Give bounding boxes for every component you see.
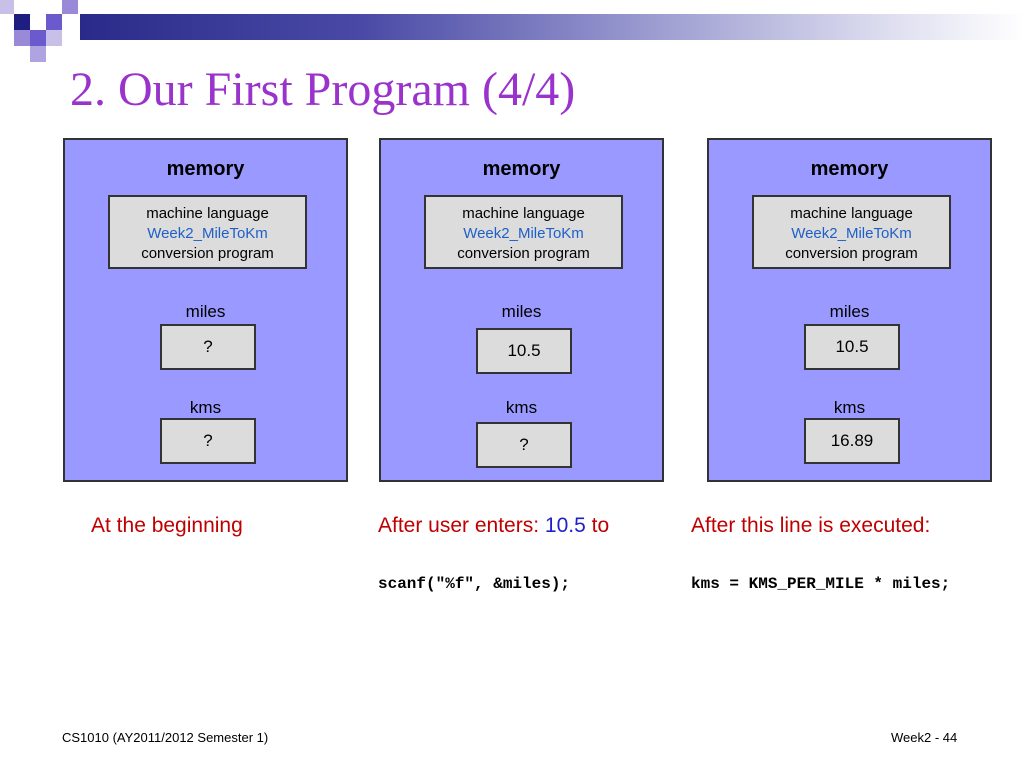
kms-value-box: ? <box>476 422 572 468</box>
program-box: machine language Week2_MileToKm conversi… <box>752 195 951 269</box>
program-line: conversion program <box>457 245 590 262</box>
kms-value-box: 16.89 <box>804 418 900 464</box>
header-band <box>80 14 1024 40</box>
code-scanf: scanf("%f", &miles); <box>378 575 571 593</box>
program-line: machine language <box>462 205 585 222</box>
program-line: conversion program <box>141 245 274 262</box>
caption-3: After this line is executed: <box>691 514 931 537</box>
caption-2: After user enters: 10.5 to <box>378 514 609 538</box>
panel-heading: memory <box>482 158 561 180</box>
panel-heading: memory <box>810 158 889 180</box>
caption-value: 10.5 <box>544 514 586 537</box>
memory-panel-2: memory machine language Week2_MileToKm c… <box>379 138 664 482</box>
kms-label: kms <box>833 398 866 417</box>
kms-label: kms <box>189 398 222 417</box>
slide-title: 2. Our First Program (4/4) <box>70 63 576 116</box>
footer-course: CS1010 (AY2011/2012 Semester 1) <box>62 730 269 745</box>
program-line: machine language <box>146 205 269 222</box>
miles-value-box: 10.5 <box>804 324 900 370</box>
miles-label: miles <box>185 302 226 321</box>
code-assignment: kms = KMS_PER_MILE * miles; <box>691 575 951 593</box>
panel-heading: memory <box>166 158 245 180</box>
miles-value-box: ? <box>160 324 256 370</box>
kms-value-box: ? <box>160 418 256 464</box>
program-box: machine language Week2_MileToKm conversi… <box>108 195 307 269</box>
program-name: Week2_MileToKm <box>463 225 584 242</box>
program-name: Week2_MileToKm <box>791 225 912 242</box>
footer-page-number: Week2 - 44 <box>891 730 958 745</box>
miles-label: miles <box>829 302 870 321</box>
caption-suffix: to <box>585 514 610 537</box>
checkered-logo-icon <box>0 0 78 62</box>
program-line: machine language <box>790 205 913 222</box>
memory-panel-3: memory machine language Week2_MileToKm c… <box>707 138 992 482</box>
program-line: conversion program <box>785 245 918 262</box>
miles-value-box: 10.5 <box>476 328 572 374</box>
caption-1: At the beginning <box>91 514 243 537</box>
program-name: Week2_MileToKm <box>147 225 268 242</box>
program-box: machine language Week2_MileToKm conversi… <box>424 195 623 269</box>
memory-panel-1: memory machine language Week2_MileToKm c… <box>63 138 348 482</box>
kms-label: kms <box>505 398 538 417</box>
miles-label: miles <box>501 302 542 321</box>
caption-prefix: After user enters: <box>378 514 545 537</box>
